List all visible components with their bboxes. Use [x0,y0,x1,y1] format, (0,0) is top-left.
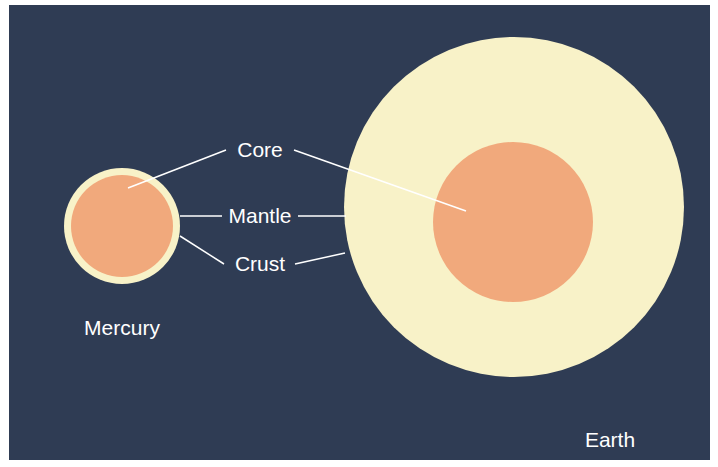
planet-name: Mercury [84,316,160,340]
planet-cross-section [342,35,688,381]
leader-line [180,215,222,217]
core-disc [71,175,173,277]
mantle-disc [344,37,684,377]
planet-earth: Earth [342,35,688,381]
leader-line [295,253,345,264]
leader-line [128,150,226,188]
dark-ground [9,5,710,460]
leader-line [298,215,346,217]
part-label: Core [237,138,283,162]
planet-mercury: Mercury [62,166,186,290]
part-label: Mantle [228,204,291,228]
leader-line [180,236,224,264]
part-label: Crust [235,252,285,276]
planet-name: Earth [585,428,635,452]
leader-line [294,150,466,211]
planet-cross-section [62,166,186,290]
mantle-disc [64,168,180,284]
core-disc [433,142,593,302]
